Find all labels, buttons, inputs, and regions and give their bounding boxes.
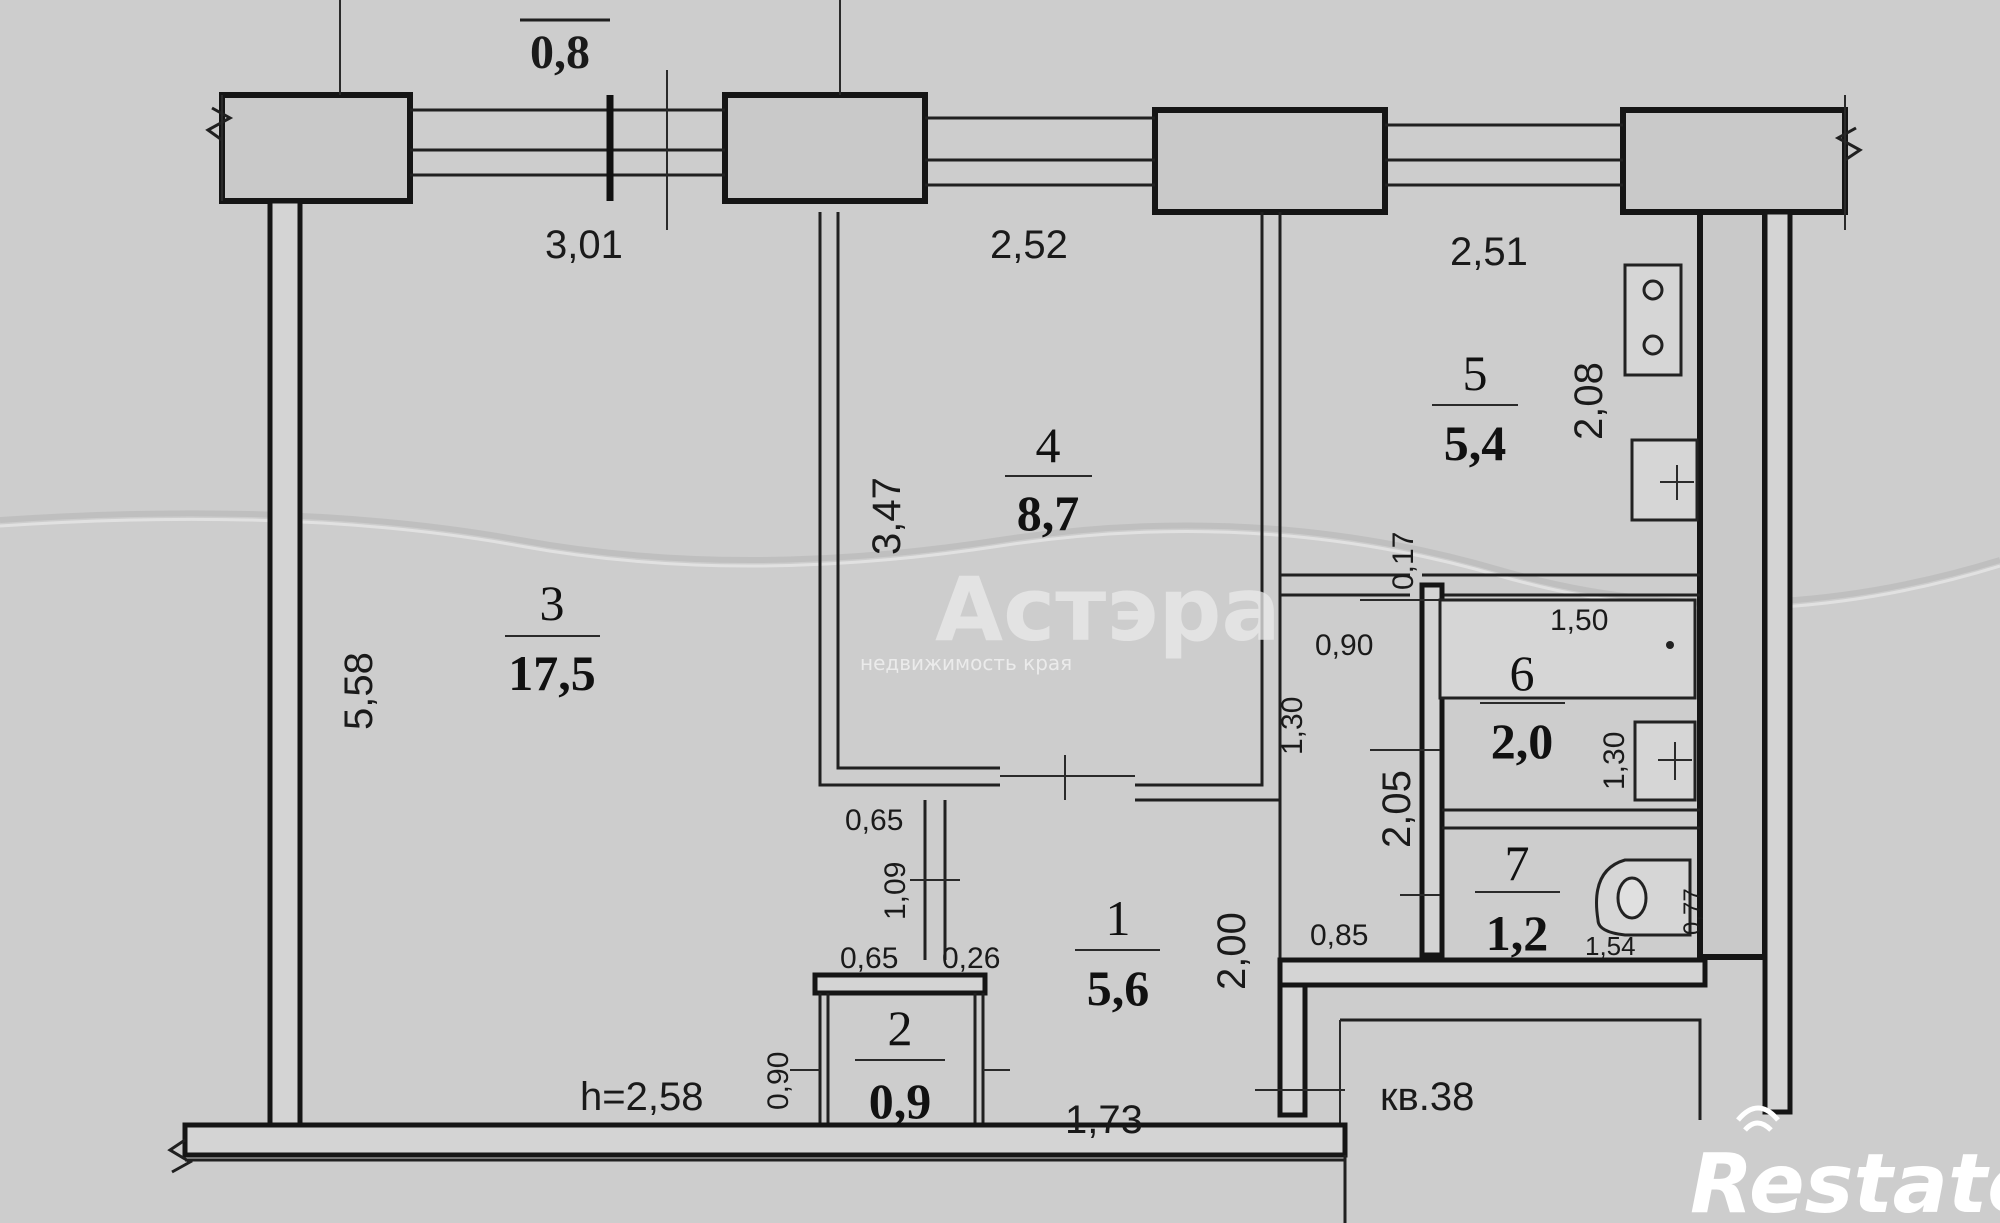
dim-hall-173: 1,73 — [1065, 1098, 1143, 1142]
dim-bath-width: 1,50 — [1550, 604, 1608, 637]
watermark-tagline: недвижимость края — [860, 651, 1072, 675]
dim-pantry-065a: 0,65 — [845, 804, 903, 837]
left-wall — [267, 198, 303, 1129]
svg-text:4: 4 — [1036, 417, 1061, 473]
bath-sink-icon — [1633, 720, 1697, 802]
top-wall — [205, 0, 1863, 230]
neighbor-apartment: кв.38 — [1380, 1075, 1474, 1119]
svg-text:3: 3 — [540, 575, 565, 631]
dim-pantry-026: 0,26 — [942, 942, 1000, 975]
dim-wc-205: 2,05 — [1375, 770, 1419, 848]
room-4-label: 4 8,7 — [1005, 417, 1092, 541]
dim-wall-017: 0,17 — [1387, 532, 1420, 590]
dim-opening-090: 0,90 — [1315, 629, 1373, 662]
svg-text:6: 6 — [1510, 645, 1535, 701]
svg-text:5,6: 5,6 — [1087, 960, 1150, 1016]
dim-pantry-090: 0,90 — [762, 1052, 795, 1110]
brand-name: Restate — [1690, 1137, 2000, 1223]
dim-room4-width: 2,52 — [990, 223, 1068, 267]
svg-text:1,2: 1,2 — [1486, 905, 1549, 961]
dim-room3-length: 5,58 — [337, 652, 381, 730]
dimension-ticks — [790, 599, 1440, 1091]
room-3-label: 3 17,5 — [505, 575, 600, 701]
dim-room3-width: 3,01 — [545, 223, 623, 267]
dim-top-window: 0,8 — [530, 26, 590, 79]
stove-icon — [1623, 263, 1683, 377]
restate-logo: Restate — [1690, 1105, 2000, 1223]
svg-text:8,7: 8,7 — [1017, 485, 1080, 541]
dim-room5-length: 2,08 — [1567, 362, 1611, 440]
dim-room4-length: 3,47 — [865, 477, 909, 555]
bathtub-icon — [1438, 598, 1697, 700]
dim-wc-077: 0,77 — [1679, 888, 1706, 935]
svg-text:5,4: 5,4 — [1444, 415, 1507, 471]
room-5-label: 5 5,4 — [1432, 345, 1518, 471]
svg-text:17,5: 17,5 — [508, 645, 596, 701]
dim-wc-154: 1,54 — [1585, 931, 1636, 961]
dim-hall-200: 2,00 — [1210, 912, 1254, 990]
dim-hall-130: 1,30 — [1276, 697, 1309, 755]
svg-text:2: 2 — [888, 1000, 913, 1056]
room-7-label: 7 1,2 — [1475, 835, 1560, 961]
dim-room5-width: 2,51 — [1450, 230, 1528, 274]
bath-block — [1277, 573, 1708, 1140]
ceiling-height: h=2,58 — [580, 1075, 703, 1119]
right-wall — [1697, 209, 1793, 1115]
toilet-icon — [1595, 858, 1692, 937]
bottom-wall — [167, 1089, 1348, 1223]
dim-pantry-065b: 0,65 — [840, 942, 898, 975]
svg-text:7: 7 — [1505, 835, 1530, 891]
svg-text:0,9: 0,9 — [869, 1073, 932, 1129]
watermark: Астэра недвижимость края — [860, 558, 1281, 675]
pantry-walls — [812, 800, 988, 1130]
watermark-name: Астэра — [935, 558, 1281, 661]
dim-pantry-109: 1,09 — [879, 862, 912, 920]
dim-bath-height: 1,30 — [1598, 732, 1631, 790]
room-6-label: 6 2,0 — [1480, 645, 1565, 769]
svg-text:1: 1 — [1106, 890, 1131, 946]
kitchen-sink-icon — [1630, 438, 1699, 522]
dim-wc-085: 0,85 — [1310, 919, 1368, 952]
room-1-label: 1 5,6 — [1075, 890, 1160, 1016]
svg-text:5: 5 — [1463, 345, 1488, 401]
svg-text:2,0: 2,0 — [1491, 713, 1554, 769]
room-2-label: 2 0,9 — [855, 1000, 945, 1129]
